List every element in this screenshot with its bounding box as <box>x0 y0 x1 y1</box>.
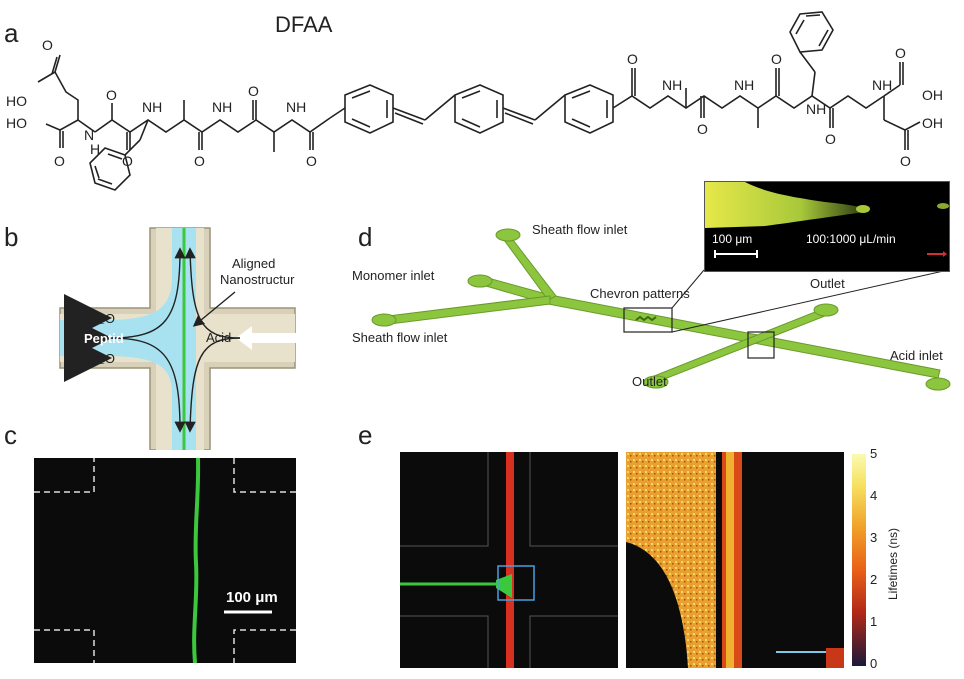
colorbar-ticks: 5 4 3 2 1 0 <box>870 446 890 674</box>
junction-box <box>747 331 775 359</box>
fluorescence-image <box>34 457 296 664</box>
colorbar-tick: 2 <box>870 572 878 587</box>
nanostructure-label: Nanostructur <box>220 272 295 287</box>
atom-nh: NH <box>662 77 682 93</box>
inset-image <box>704 181 950 272</box>
atom-h: H <box>90 141 100 157</box>
sheath-top-label: Sheath flow inlet <box>532 222 628 237</box>
atom-o: O <box>900 153 911 169</box>
atom-oh: OH <box>922 87 943 103</box>
atom-nh: NH <box>212 99 232 115</box>
molecule-title: DFAA <box>275 12 333 37</box>
panel-label-c: c <box>4 420 17 450</box>
junction-schematic <box>59 227 300 450</box>
acid-arrowhead <box>236 326 252 350</box>
atom-nh: NH <box>286 99 306 115</box>
colorbar-tick: 1 <box>870 614 878 629</box>
zoom-box <box>497 565 535 601</box>
panel-label-d: d <box>358 222 373 252</box>
chevron-box <box>623 307 673 333</box>
atom-oh: OH <box>922 115 943 131</box>
panel-label-a: a <box>4 18 19 48</box>
sheath-inlet-bottom <box>371 313 397 327</box>
atom-o: O <box>42 37 53 53</box>
atom-o: O <box>248 83 259 99</box>
acid-label: Acid <box>206 330 232 345</box>
atom-o: O <box>895 45 906 61</box>
atom-o: O <box>697 121 708 137</box>
sheath-bottom-label: Sheath flow inlet <box>352 330 448 345</box>
outlet-top-label: Outlet <box>810 276 845 291</box>
colorbar-tick: 4 <box>870 488 878 503</box>
peptid-label: Peptid <box>84 331 124 346</box>
atom-ho: HO <box>6 115 27 131</box>
inset-ratio-label: 100:1000 μL/min <box>806 232 896 246</box>
atom-ho: HO <box>6 93 27 109</box>
ddh2o-bottom-label: ddH₂O <box>76 351 116 366</box>
ddh2o-top-label: ddH₂O <box>76 311 116 326</box>
atom-o: O <box>306 153 317 169</box>
lifetime-image-zoom <box>626 452 844 668</box>
colorbar-tick: 0 <box>870 656 878 671</box>
dfaa-structure: O HO HO O H N O O NH NH O O NH O O NH O … <box>6 11 943 191</box>
atom-o: O <box>122 153 133 169</box>
aligned-label: Aligned <box>232 256 276 271</box>
atom-nh: NH <box>142 99 162 115</box>
chevron-label: Chevron patterns <box>590 286 690 301</box>
main-channel <box>547 294 941 379</box>
panel-label-e: e <box>358 420 373 450</box>
lifetime-image-overview <box>400 452 618 668</box>
panel-label-b: b <box>4 222 19 252</box>
fiber-line <box>192 457 201 664</box>
monomer-inlet <box>467 274 493 288</box>
outlet-bottom-label: Outlet <box>632 374 667 389</box>
acid-inlet <box>925 377 951 391</box>
atom-o: O <box>825 131 836 147</box>
outlet-top <box>813 303 839 317</box>
atom-nh: NH <box>872 77 892 93</box>
inset-scale-label: 100 μm <box>712 232 753 246</box>
colorbar-tick: 5 <box>870 446 878 461</box>
monomer-inlet-label: Monomer inlet <box>352 268 435 283</box>
atom-o: O <box>771 51 782 67</box>
sheath-inlet-top <box>495 228 521 242</box>
scale-bar-label: 100 μm <box>226 589 278 606</box>
acid-inlet-label: Acid inlet <box>890 348 943 363</box>
atom-o: O <box>54 153 65 169</box>
colorbar-label: Lifetimes (ns) <box>886 527 900 600</box>
atom-o: O <box>106 87 117 103</box>
microfluidic-device <box>371 228 951 391</box>
colorbar <box>852 454 866 666</box>
colorbar-tick: 3 <box>870 530 878 545</box>
atom-nh: NH <box>806 101 826 117</box>
atom-n: N <box>84 127 94 143</box>
atom-o: O <box>627 51 638 67</box>
outlet-bottom <box>643 375 669 389</box>
atom-o: O <box>194 153 205 169</box>
atom-nh: NH <box>734 77 754 93</box>
